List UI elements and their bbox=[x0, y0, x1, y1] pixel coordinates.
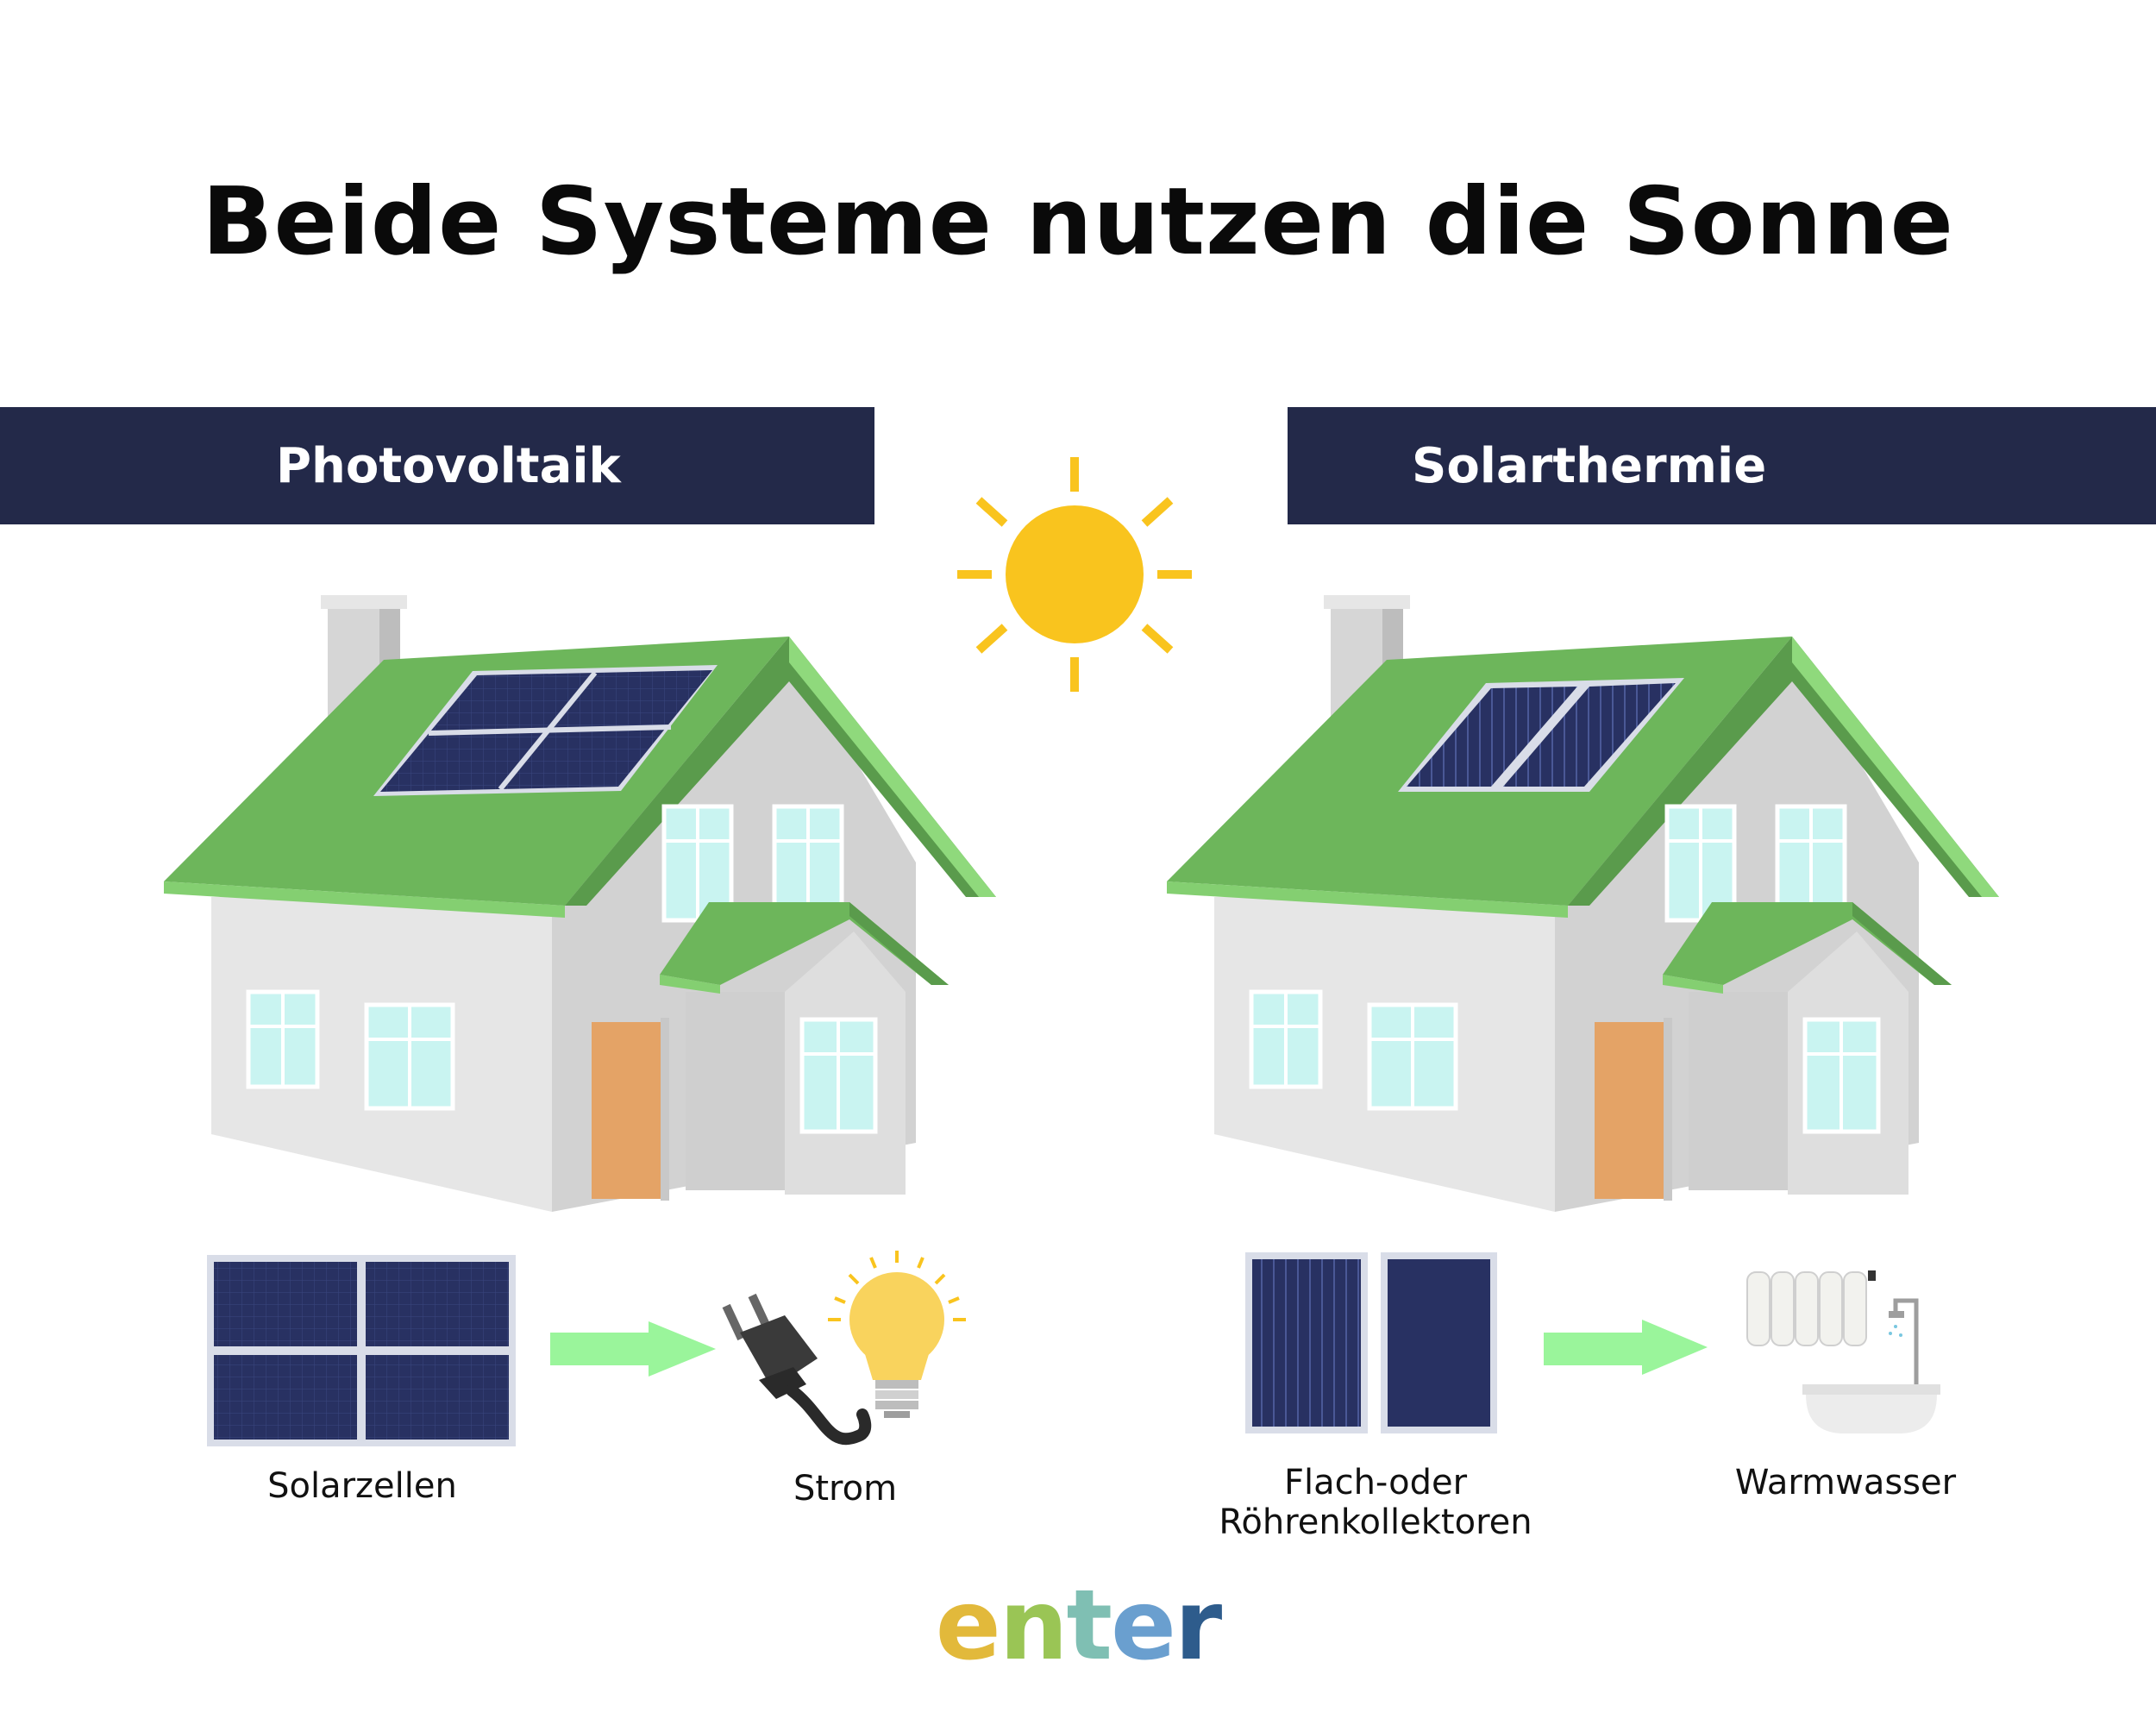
logo-letter-r: r bbox=[1174, 1570, 1222, 1682]
house-photovoltaik bbox=[164, 595, 996, 1212]
arrow-right-icon bbox=[550, 1321, 716, 1377]
banner-photovoltaik: Photovoltaik bbox=[0, 407, 874, 524]
page-title: Beide Systeme nutzen die Sonne bbox=[202, 168, 1954, 276]
sun-icon bbox=[957, 457, 1192, 692]
shower-icon bbox=[1889, 1298, 1919, 1414]
banner-solarthermie-label: Solarthermie bbox=[1412, 437, 1767, 494]
logo-letter-t: t bbox=[1066, 1570, 1112, 1682]
label-strom: Strom bbox=[793, 1469, 898, 1509]
roof-thermal-collectors bbox=[1398, 678, 1684, 792]
label-solarzellen: Solarzellen bbox=[267, 1466, 457, 1506]
label-collectors-line1: Flach-oder bbox=[1283, 1463, 1468, 1502]
enter-logo: enter bbox=[931, 1574, 1225, 1678]
arrow-right-icon-2 bbox=[1544, 1320, 1708, 1375]
label-collectors: Flach-oder Röhrenkollektoren bbox=[1190, 1463, 1561, 1542]
solar-module-icon bbox=[207, 1255, 516, 1446]
house-solarthermie bbox=[1167, 595, 1999, 1212]
roof-solar-panels bbox=[373, 665, 718, 796]
bathtub-icon bbox=[1802, 1384, 1940, 1433]
logo-letter-e2: e bbox=[1111, 1570, 1176, 1682]
plug-icon bbox=[722, 1293, 872, 1446]
label-warmwasser: Warmwasser bbox=[1734, 1463, 1957, 1502]
radiator-icon bbox=[1746, 1270, 1876, 1346]
logo-letter-n: n bbox=[999, 1570, 1069, 1682]
logo-letter-e1: e bbox=[935, 1570, 1001, 1682]
label-collectors-line2: Röhrenkollektoren bbox=[1219, 1502, 1532, 1542]
lightbulb-icon bbox=[828, 1251, 966, 1418]
flat-collector-icon bbox=[1245, 1252, 1368, 1433]
tube-collector-icon bbox=[1381, 1252, 1497, 1433]
banner-photovoltaik-label: Photovoltaik bbox=[276, 437, 621, 494]
banner-solarthermie: Solarthermie bbox=[1288, 407, 2156, 524]
